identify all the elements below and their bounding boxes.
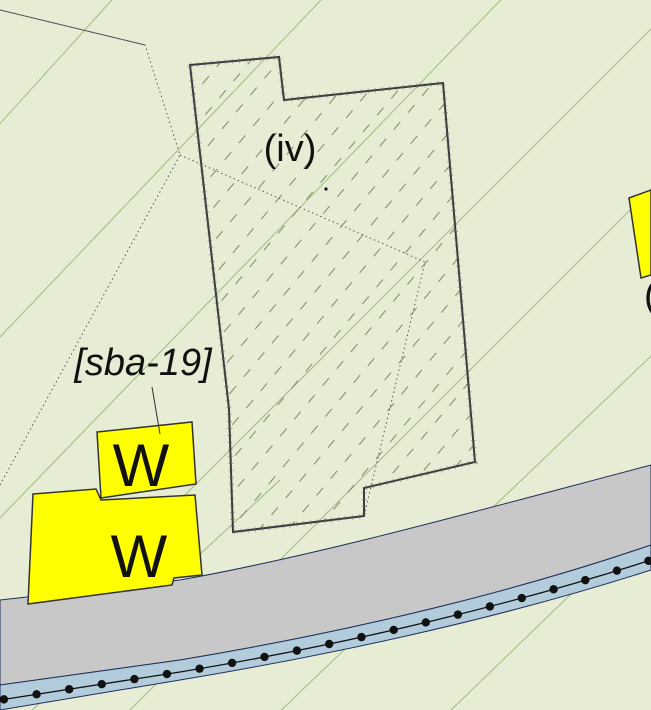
boundary-dot: [485, 602, 495, 611]
label-leader-line: [151, 386, 161, 435]
boundary-dot: [97, 679, 106, 689]
building-upper-code: W: [113, 432, 170, 499]
boundary-dots: [0, 556, 651, 704]
boundary-dot: [581, 575, 590, 585]
boundary-dot: [357, 632, 366, 642]
boundary-dot: [453, 610, 463, 619]
building-upper: [96, 421, 197, 499]
boundary-dot: [195, 664, 204, 673]
building-ref-label: [sba-19]: [73, 342, 213, 384]
boundary-dot: [227, 658, 237, 668]
boundary-dot: [130, 674, 139, 684]
boundary-dot: [421, 618, 431, 627]
water-strip: [0, 544, 651, 710]
area-label: (iv): [264, 128, 317, 170]
building-lower-code: W: [111, 523, 168, 590]
building-right-edge: [628, 189, 651, 279]
boundary-dot: [0, 695, 9, 704]
building-lower: [27, 488, 203, 605]
hatched-zone: [188, 55, 477, 534]
boundary-dot: [292, 646, 302, 655]
boundary-dot: [32, 690, 41, 699]
boundary-dot: [549, 585, 558, 594]
boundary-dot: [64, 685, 74, 694]
boundary-dot: [260, 652, 269, 662]
boundary-dot: [389, 625, 398, 635]
boundary-dot: [162, 669, 172, 679]
boundary-dot: [517, 593, 526, 603]
boundary-dot: [612, 566, 622, 575]
point-marker: [324, 187, 328, 191]
edge-partial-label: (: [644, 275, 651, 317]
boundary-dot: [644, 556, 651, 566]
boundary-line-top: [0, 9, 146, 46]
hatched-zone-edge-ticks: [187, 54, 478, 535]
boundary-dot: [325, 639, 334, 649]
